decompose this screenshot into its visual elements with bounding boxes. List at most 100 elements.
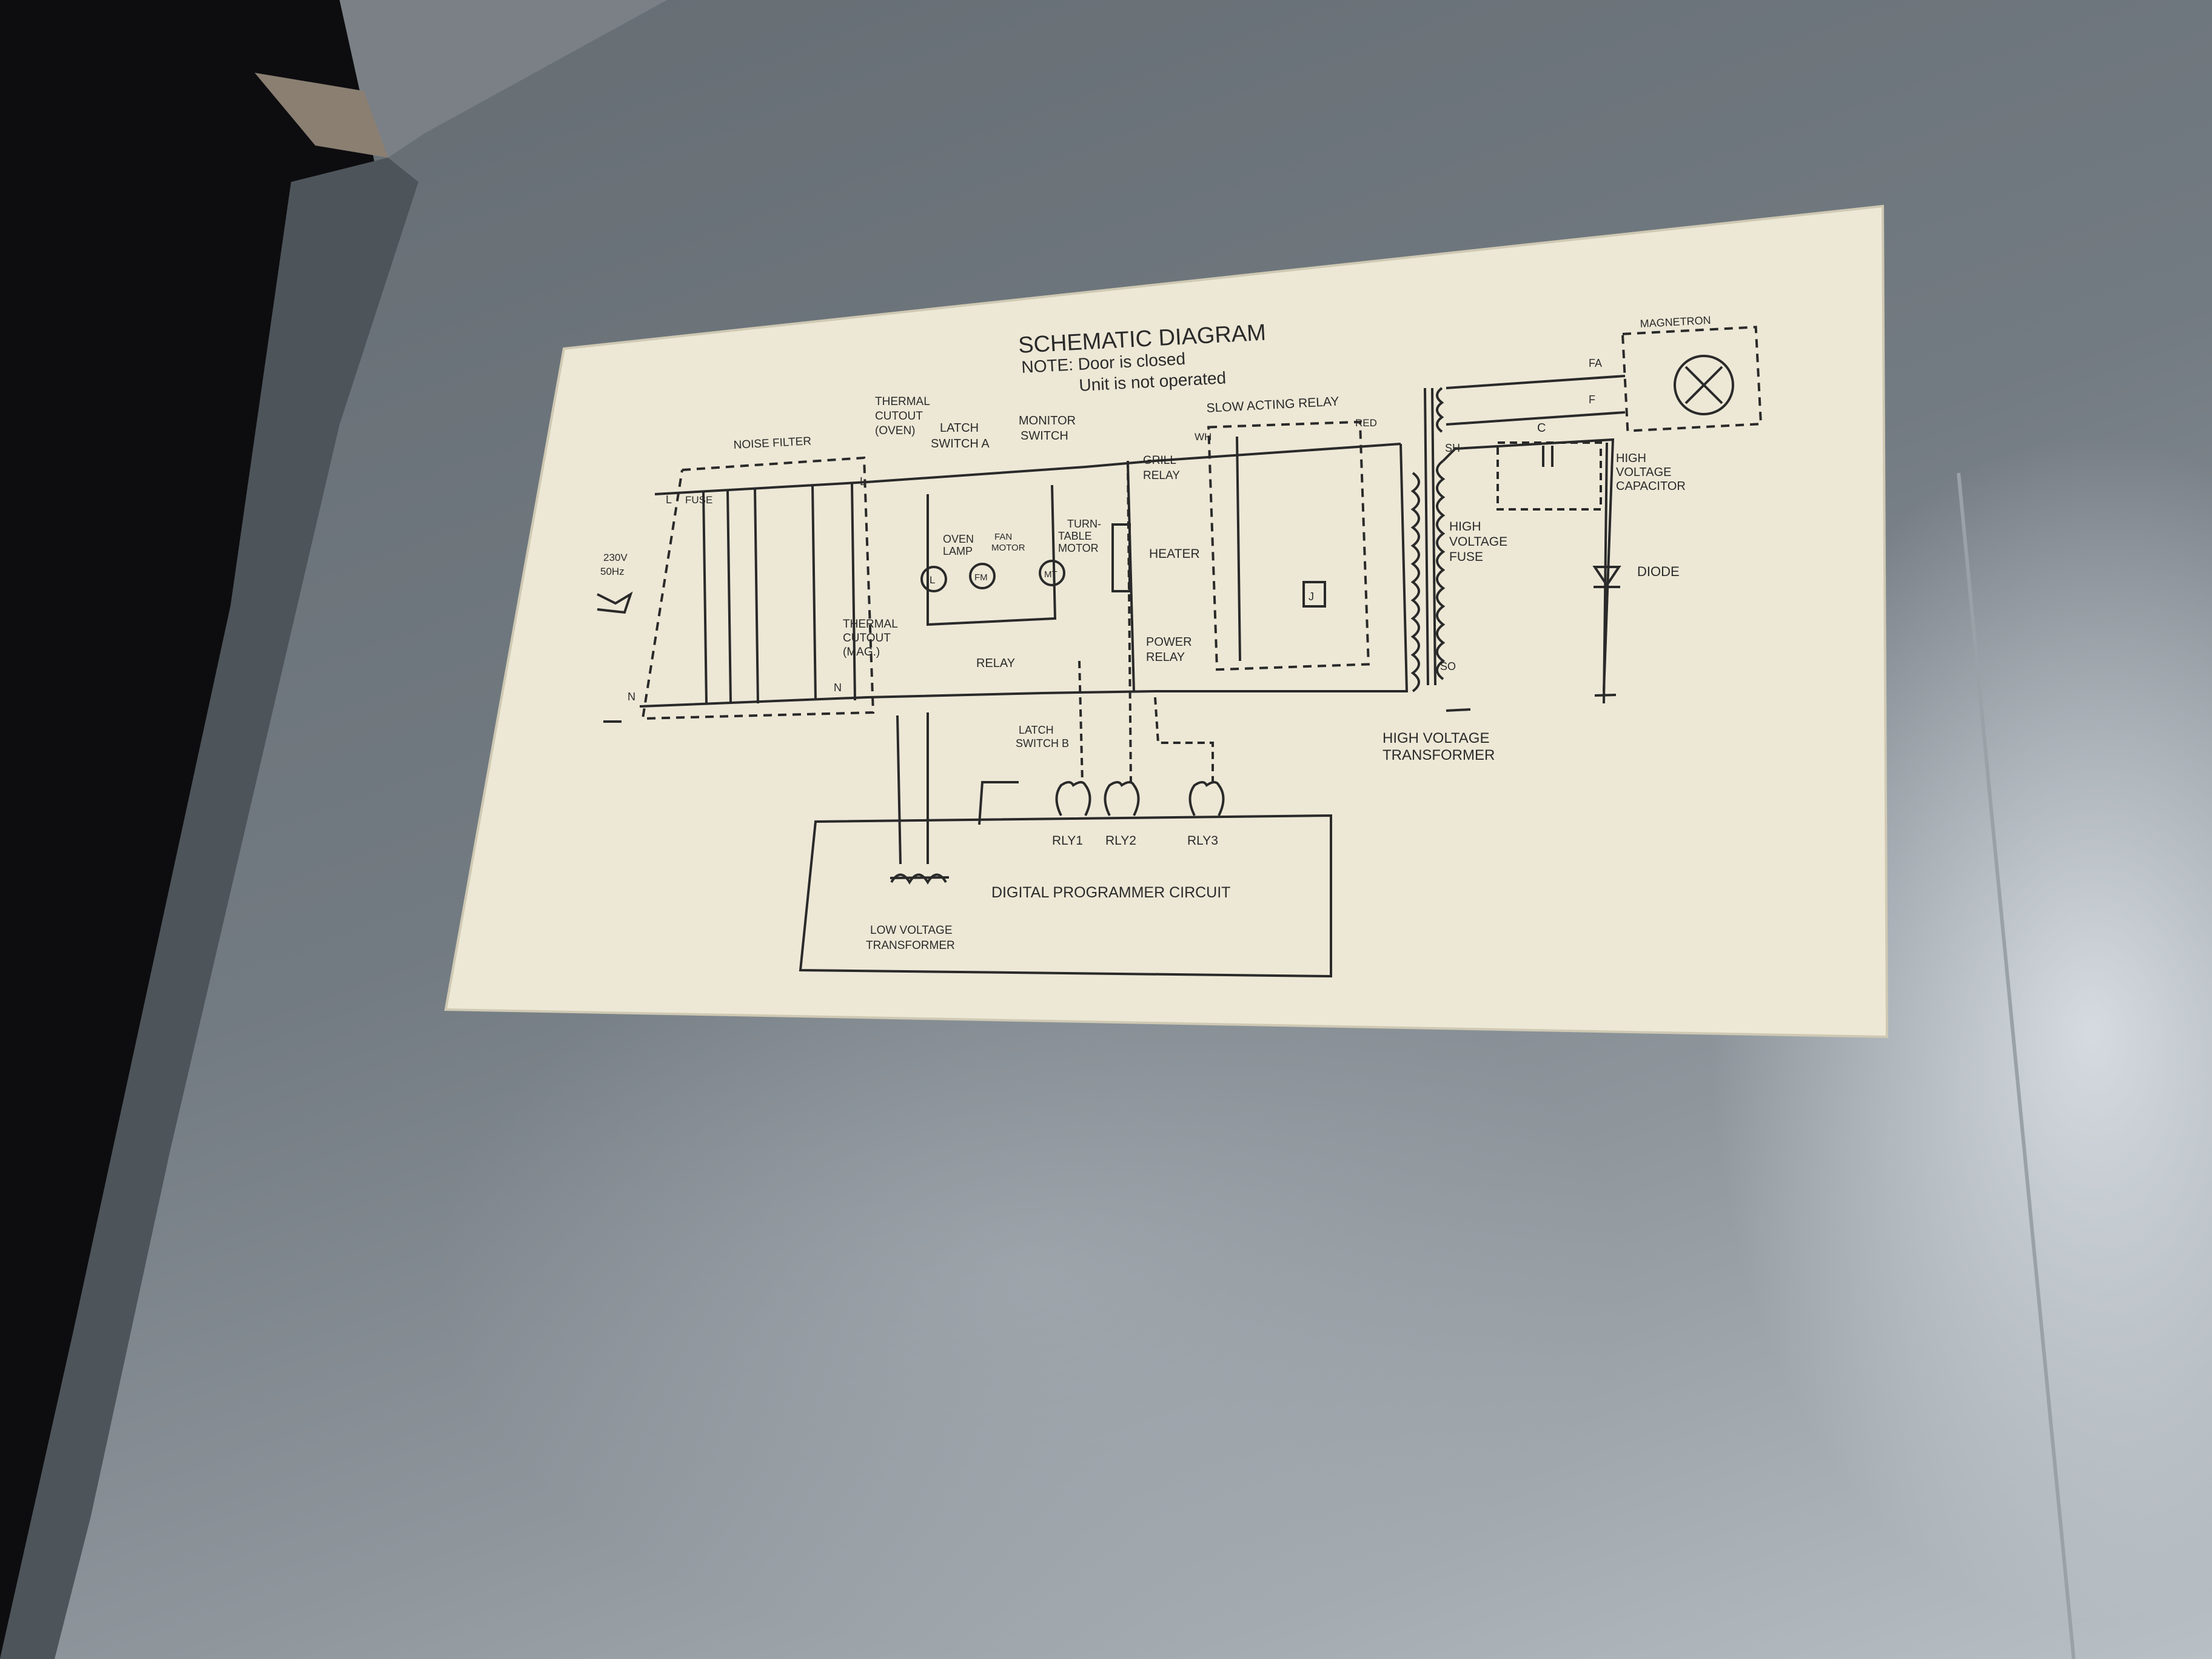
dashed-relay-link-2: [1127, 460, 1132, 783]
label-heater: HEATER: [1149, 547, 1200, 561]
power-plug: [597, 591, 633, 614]
magnetron-box: [1621, 326, 1763, 432]
label-hv-fuse-2: VOLTAGE: [1449, 535, 1507, 549]
label-relay: RELAY: [976, 657, 1015, 670]
label-rly1: RLY1: [1052, 834, 1083, 848]
noise-filter-box: [641, 456, 875, 720]
label-fan-motor-2: MOTOR: [991, 543, 1025, 553]
label-n-left: N: [628, 691, 635, 703]
symbol-oven-lamp: L: [930, 574, 935, 586]
label-latch-switch-a-2: SWITCH A: [931, 437, 990, 451]
ground-hv: [1446, 708, 1471, 712]
symbol-fan-motor: FM: [974, 572, 988, 583]
hv-core-2: [1431, 387, 1436, 686]
fan-motor-symbol: [969, 563, 996, 589]
label-turntable-motor-2: TABLE: [1058, 530, 1092, 542]
label-power-relay-2: RELAY: [1146, 651, 1185, 664]
diode-symbol: [1592, 566, 1621, 588]
label-thermal-cutout-oven-2: CUTOUT: [875, 410, 923, 423]
label-turntable-motor-3: MOTOR: [1058, 542, 1099, 554]
top-bracket: [255, 73, 388, 158]
label-red: RED: [1355, 417, 1377, 429]
slow-acting-relay-box: [1207, 420, 1370, 671]
label-oven-lamp-1: OVEN: [943, 533, 974, 545]
label-supply-v: 230V: [603, 552, 628, 563]
magnetron-cross-2: [1684, 366, 1723, 404]
hv-core-1: [1424, 387, 1429, 686]
label-latch-switch-a-1: LATCH: [940, 421, 979, 435]
label-fuse: FUSE: [685, 494, 712, 506]
label-l-left: L: [666, 494, 672, 506]
dashed-relay-link-1: [1078, 660, 1084, 783]
label-hv-fuse-1: HIGH: [1449, 520, 1481, 534]
dashed-relay-link-3: [1154, 697, 1214, 782]
label-high-voltage-transformer-2: TRANSFORMER: [1382, 747, 1495, 763]
filter-vertical-5: [851, 481, 856, 701]
diode-line: [1603, 442, 1608, 704]
label-rly3: RLY3: [1187, 834, 1218, 848]
label-n-right: N: [834, 682, 842, 694]
label-c: C: [1537, 421, 1546, 435]
label-thermal-cutout-mag-2: CUTOUT: [843, 632, 891, 645]
filter-vertical-1: [702, 491, 708, 704]
label-grill-relay-1: GRILL: [1143, 454, 1176, 467]
turntable-motor-symbol: [1039, 560, 1065, 586]
low-voltage-core: [890, 876, 950, 879]
rly3-coil: [1188, 781, 1225, 816]
relay-control-line: [978, 781, 1019, 825]
label-thermal-cutout-oven-1: THERMAL: [875, 395, 930, 408]
label-thermal-cutout-mag-1: THERMAL: [843, 618, 898, 631]
panel-flange: [0, 158, 418, 1659]
filter-vertical-3: [754, 488, 759, 704]
label-thermal-cutout-mag-3: (MAG.): [843, 646, 880, 659]
dark-cavity: [0, 0, 376, 1659]
label-grill-relay-2: RELAY: [1143, 469, 1180, 482]
rly2-coil: [1104, 781, 1140, 816]
filament-line-fa: [1446, 375, 1626, 389]
panel-seam: [1957, 472, 2076, 1659]
label-power-relay-1: POWER: [1146, 635, 1192, 649]
label-monitor-switch-1: MONITOR: [1019, 414, 1076, 427]
label-latch-switch-b-2: SWITCH B: [1016, 737, 1069, 749]
label-hv-capacitor-1: HIGH: [1616, 452, 1646, 465]
label-latch-switch-b-1: LATCH: [1019, 724, 1054, 736]
digital-programmer-box: [799, 814, 1332, 978]
filament-line-f: [1446, 411, 1626, 426]
label-so: SO: [1440, 660, 1456, 672]
label-wh: WH: [1195, 431, 1212, 443]
programmer-link-1: [896, 715, 902, 865]
label-monitor-switch-2: SWITCH: [1021, 429, 1068, 443]
hv-primary: [1213, 443, 1409, 692]
relay-coil-j: [1302, 581, 1326, 608]
filament-coil: [1436, 387, 1444, 433]
label-low-voltage-transformer-2: TRANSFORMER: [866, 939, 955, 952]
label-oven-lamp-2: LAMP: [943, 545, 973, 557]
label-diode: DIODE: [1637, 564, 1680, 579]
relay-diode-branch: [1236, 436, 1241, 662]
label-l-right: L: [860, 475, 866, 488]
filter-vertical-2: [726, 491, 732, 704]
label-digital-programmer: DIGITAL PROGRAMMER CIRCUIT: [991, 884, 1230, 901]
label-fan-motor-1: FAN: [994, 532, 1012, 542]
label-hv-capacitor-2: VOLTAGE: [1616, 466, 1672, 479]
label-low-voltage-transformer-1: LOW VOLTAGE: [870, 924, 953, 937]
label-fa: FA: [1589, 357, 1602, 369]
label-hv-fuse-3: FUSE: [1449, 550, 1483, 564]
label-rly2: RLY2: [1105, 834, 1136, 848]
label-thermal-cutout-oven-3: (OVEN): [875, 424, 916, 437]
oven-lamp-symbol: [920, 566, 947, 592]
rly1-coil: [1055, 781, 1091, 816]
symbol-relay-j: J: [1309, 591, 1314, 603]
hv-transformer-secondary-coil: [1436, 460, 1446, 680]
label-supply-hz: 50Hz: [600, 566, 625, 577]
hv-transformer-primary-coil: [1410, 472, 1420, 692]
capacitor-box: [1496, 441, 1602, 511]
secondary-line: [1442, 438, 1615, 692]
label-turntable-motor-1: TURN-: [1067, 518, 1101, 530]
magnetron-symbol: [1674, 355, 1734, 415]
label-high-voltage-transformer-1: HIGH VOLTAGE: [1382, 730, 1489, 746]
label-f: F: [1589, 394, 1595, 406]
lamp-branch: [927, 484, 1057, 626]
